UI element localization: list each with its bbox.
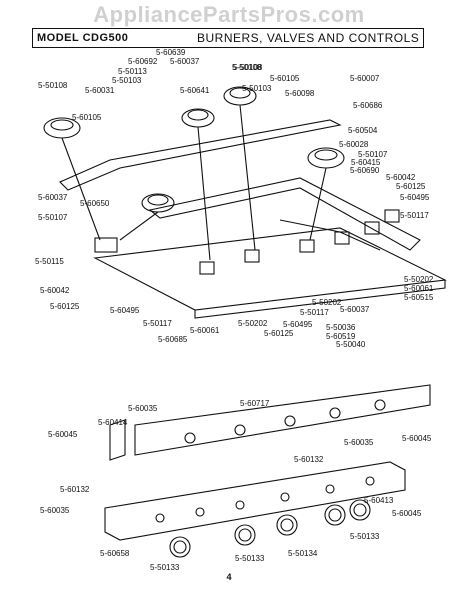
part-label: 5-50117 <box>143 319 172 328</box>
part-label: 5-60037 <box>38 193 68 202</box>
part-label: 5-50103 <box>242 84 272 93</box>
part-label: 5-60692 <box>128 57 158 66</box>
part-label: 5-60105 <box>72 113 102 122</box>
part-label: 5-60045 <box>48 430 78 439</box>
part-label: 5-60042 <box>386 173 416 182</box>
part-label: 5-60045 <box>402 434 432 443</box>
part-label: 5-60641 <box>180 86 210 95</box>
part-label: 5-60132 <box>60 485 90 494</box>
part-label: 5-60035 <box>40 506 70 515</box>
part-label: 5-60515 <box>404 293 434 302</box>
part-label: 5-50108 <box>233 63 263 72</box>
part-label: 5-50108 <box>232 63 262 72</box>
part-label: 5-60717 <box>240 399 270 408</box>
part-label: 5-60495 <box>110 306 140 315</box>
part-label: 5-60037 <box>340 305 370 314</box>
part-label: 5-50117 <box>400 211 429 220</box>
part-label: 5-50133 <box>235 554 265 563</box>
part-label: 5-50134 <box>288 549 318 558</box>
part-label: 5-50103 <box>112 76 142 85</box>
part-label: 5-60686 <box>353 101 383 110</box>
part-label: 5-50115 <box>35 257 64 266</box>
part-label: 5-60415 <box>351 158 381 167</box>
part-label: 5-60125 <box>264 329 294 338</box>
part-label: 5-60098 <box>285 89 315 98</box>
part-label: 5-60690 <box>350 166 380 175</box>
part-label: 5-60035 <box>128 404 158 413</box>
part-label: 5-60413 <box>364 496 394 505</box>
part-label: 5-60031 <box>85 86 115 95</box>
part-label: 5-60132 <box>294 455 324 464</box>
part-label: 5-60035 <box>344 438 374 447</box>
part-label: 5-50202 <box>238 319 268 328</box>
part-label: 5-50133 <box>350 532 380 541</box>
part-label: 5-60007 <box>350 74 380 83</box>
part-label: 5-60504 <box>348 126 378 135</box>
part-label: 5-50113 <box>118 67 147 76</box>
diagram-header: MODEL CDG500 BURNERS, VALVES AND CONTROL… <box>32 28 424 48</box>
part-label: 5-60045 <box>392 509 422 518</box>
part-label: 5-60061 <box>190 326 220 335</box>
part-label: 5-50107 <box>358 150 388 159</box>
part-label: 5-60105 <box>270 74 300 83</box>
part-label: 5-60685 <box>158 335 188 344</box>
upper-assembly-drawing <box>43 86 447 319</box>
part-label: 5-60125 <box>50 302 80 311</box>
model-label: MODEL CDG500 <box>37 32 129 44</box>
part-label: 5-50107 <box>38 213 68 222</box>
part-label: 5-60028 <box>339 140 369 149</box>
part-label: 5-50108 <box>38 81 68 90</box>
page-number: 4 <box>226 572 231 582</box>
part-label: 5-60037 <box>170 57 200 66</box>
bottom-part-labels: 5-60035 5-60717 5-60414 5-60045 5-60132 … <box>40 399 432 572</box>
top-part-labels: 5-60639 5-60692 5-60037 5-50113 5-50103 … <box>35 48 434 349</box>
part-label: 5-50202 <box>404 275 434 284</box>
section-title: BURNERS, VALVES AND CONTROLS <box>197 31 420 45</box>
part-label: 5-60658 <box>100 549 130 558</box>
part-label: 5-50133 <box>150 563 180 572</box>
part-label: 5-60414 <box>98 418 128 427</box>
part-label: 5-60650 <box>80 199 110 208</box>
part-label: 5-60061 <box>404 284 434 293</box>
part-label: 5-60639 <box>156 48 186 57</box>
watermark: AppliancePartsPros.com <box>93 2 365 27</box>
part-label: 5-60042 <box>40 286 70 295</box>
lower-assembly-drawing <box>104 384 431 558</box>
part-label: 5-60495 <box>400 193 430 202</box>
part-label: 5-60125 <box>396 182 426 191</box>
part-label: 5-50036 <box>326 323 356 332</box>
part-label: 5-60495 <box>283 320 313 329</box>
part-label: 5-50117 <box>300 308 329 317</box>
part-label: 5-60519 <box>326 332 356 341</box>
part-label: 5-50040 <box>336 340 366 349</box>
part-label: 5-50202 <box>312 298 342 307</box>
